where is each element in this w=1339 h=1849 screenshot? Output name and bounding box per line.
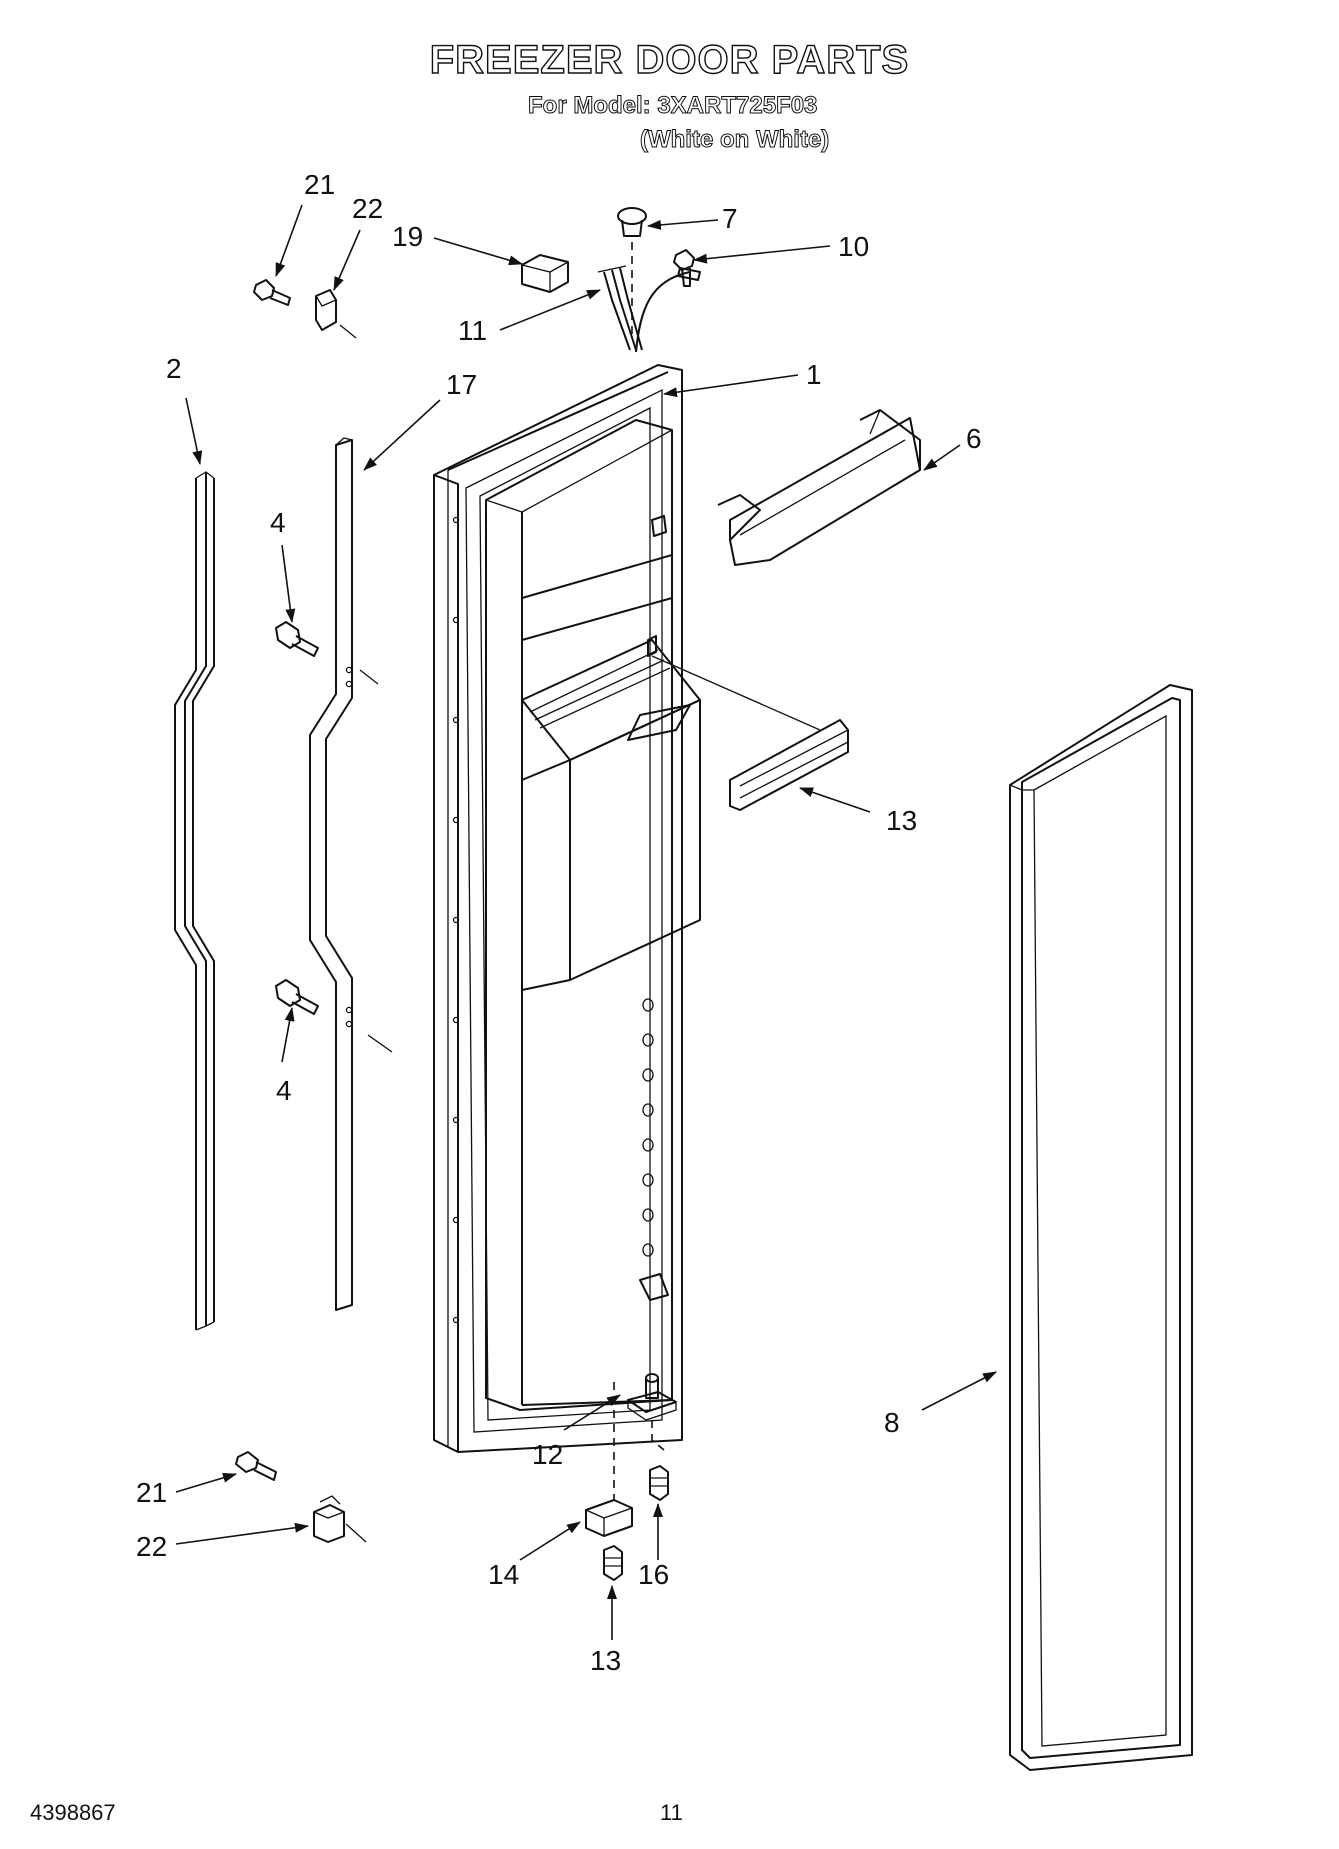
callout-21-top: 21: [304, 169, 335, 200]
connector-part: [521, 254, 569, 293]
callout-14: 14: [488, 1559, 519, 1590]
callout-16: 16: [638, 1559, 669, 1590]
page-number: 11: [660, 1800, 683, 1825]
callout-12: 12: [532, 1439, 563, 1470]
callout-9: 13: [886, 805, 917, 836]
screw-part-16: [649, 1465, 669, 1501]
callout-4-lower: 4: [276, 1075, 292, 1106]
door-edge-holes: [452, 516, 460, 1324]
door-trim-part: [309, 437, 393, 1311]
hinge-bracket-part: [585, 1499, 633, 1537]
bottom-hinge-cap-part: [313, 1495, 367, 1543]
callout-11: 11: [458, 315, 487, 346]
callout-2: 2: [166, 353, 182, 384]
top-hinge-cap-part: [315, 289, 357, 339]
plug-part: [617, 207, 647, 340]
leader-lines: [175, 204, 997, 1640]
callout-7: 7: [722, 203, 738, 234]
callout-4-upper: 4: [270, 507, 286, 538]
screw-part-upper: [275, 621, 319, 657]
model-line: For Model: 3XART725F03: [527, 92, 818, 120]
callout-17: 17: [446, 369, 477, 400]
door-gasket-part: [1009, 684, 1193, 1771]
freezer-door-assembly-part: [433, 364, 701, 1453]
wire-harness-part: [597, 265, 701, 353]
color-line: (White on White): [639, 126, 830, 154]
page-title: FREEZER DOOR PARTS: [429, 37, 910, 82]
screw-part-lower: [275, 979, 319, 1015]
callout-6: 6: [966, 423, 982, 454]
door-bin-part: [717, 409, 921, 566]
shelf-rail-part: [651, 655, 849, 811]
callout-19: 19: [392, 221, 423, 252]
document-number: 4398867: [30, 1800, 116, 1825]
callout-22-top: 22: [352, 193, 383, 224]
screw-part-13: [603, 1545, 623, 1581]
hinge-pin-part: [613, 1373, 677, 1500]
callout-13: 13: [590, 1645, 621, 1676]
callout-22-bottom: 22: [136, 1531, 167, 1562]
callout-1: 1: [806, 359, 822, 390]
gasket-strip-part: [174, 471, 215, 1331]
callout-8: 8: [884, 1407, 900, 1438]
callout-10: 10: [838, 231, 869, 262]
bottom-hinge-screw-part: [235, 1451, 277, 1481]
callout-labels: 21 22 19 7 10 11 1 2 17 6 4 13 4 8 12 21…: [136, 169, 982, 1676]
top-hinge-screw-part: [253, 279, 291, 306]
vent-holes: [642, 998, 654, 1257]
callout-21-bottom: 21: [136, 1477, 167, 1508]
